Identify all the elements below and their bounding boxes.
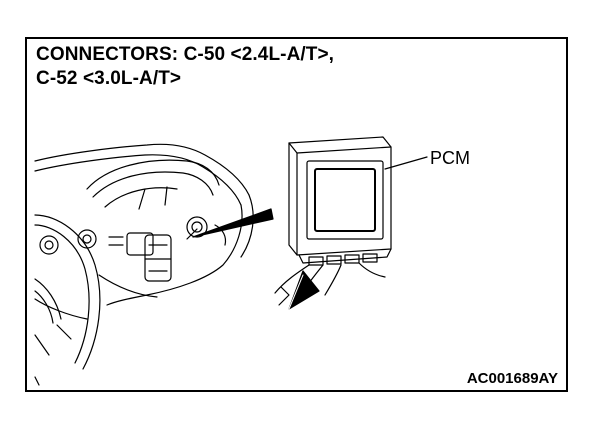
- dashboard-outline: [34, 143, 254, 340]
- title-line-1: CONNECTORS: C-50 <2.4L-A/T>,: [36, 44, 335, 65]
- steering-wheel: [34, 214, 101, 386]
- connector-arrow: [288, 270, 320, 310]
- title-line-2: C-52 <3.0L-A/T>: [36, 68, 182, 89]
- diagram-frame: CONNECTORS: C-50 <2.4L-A/T>, C-52 <3.0L-…: [25, 37, 568, 392]
- pcm-label: PCM: [430, 148, 470, 168]
- diagram-title: CONNECTORS: C-50 <2.4L-A/T>, C-52 <3.0L-…: [36, 43, 334, 91]
- dashboard-illustration: [34, 136, 428, 386]
- location-arrow: [186, 208, 274, 240]
- figure-code: AC001689AY: [466, 370, 558, 387]
- pcm-module: [274, 136, 428, 306]
